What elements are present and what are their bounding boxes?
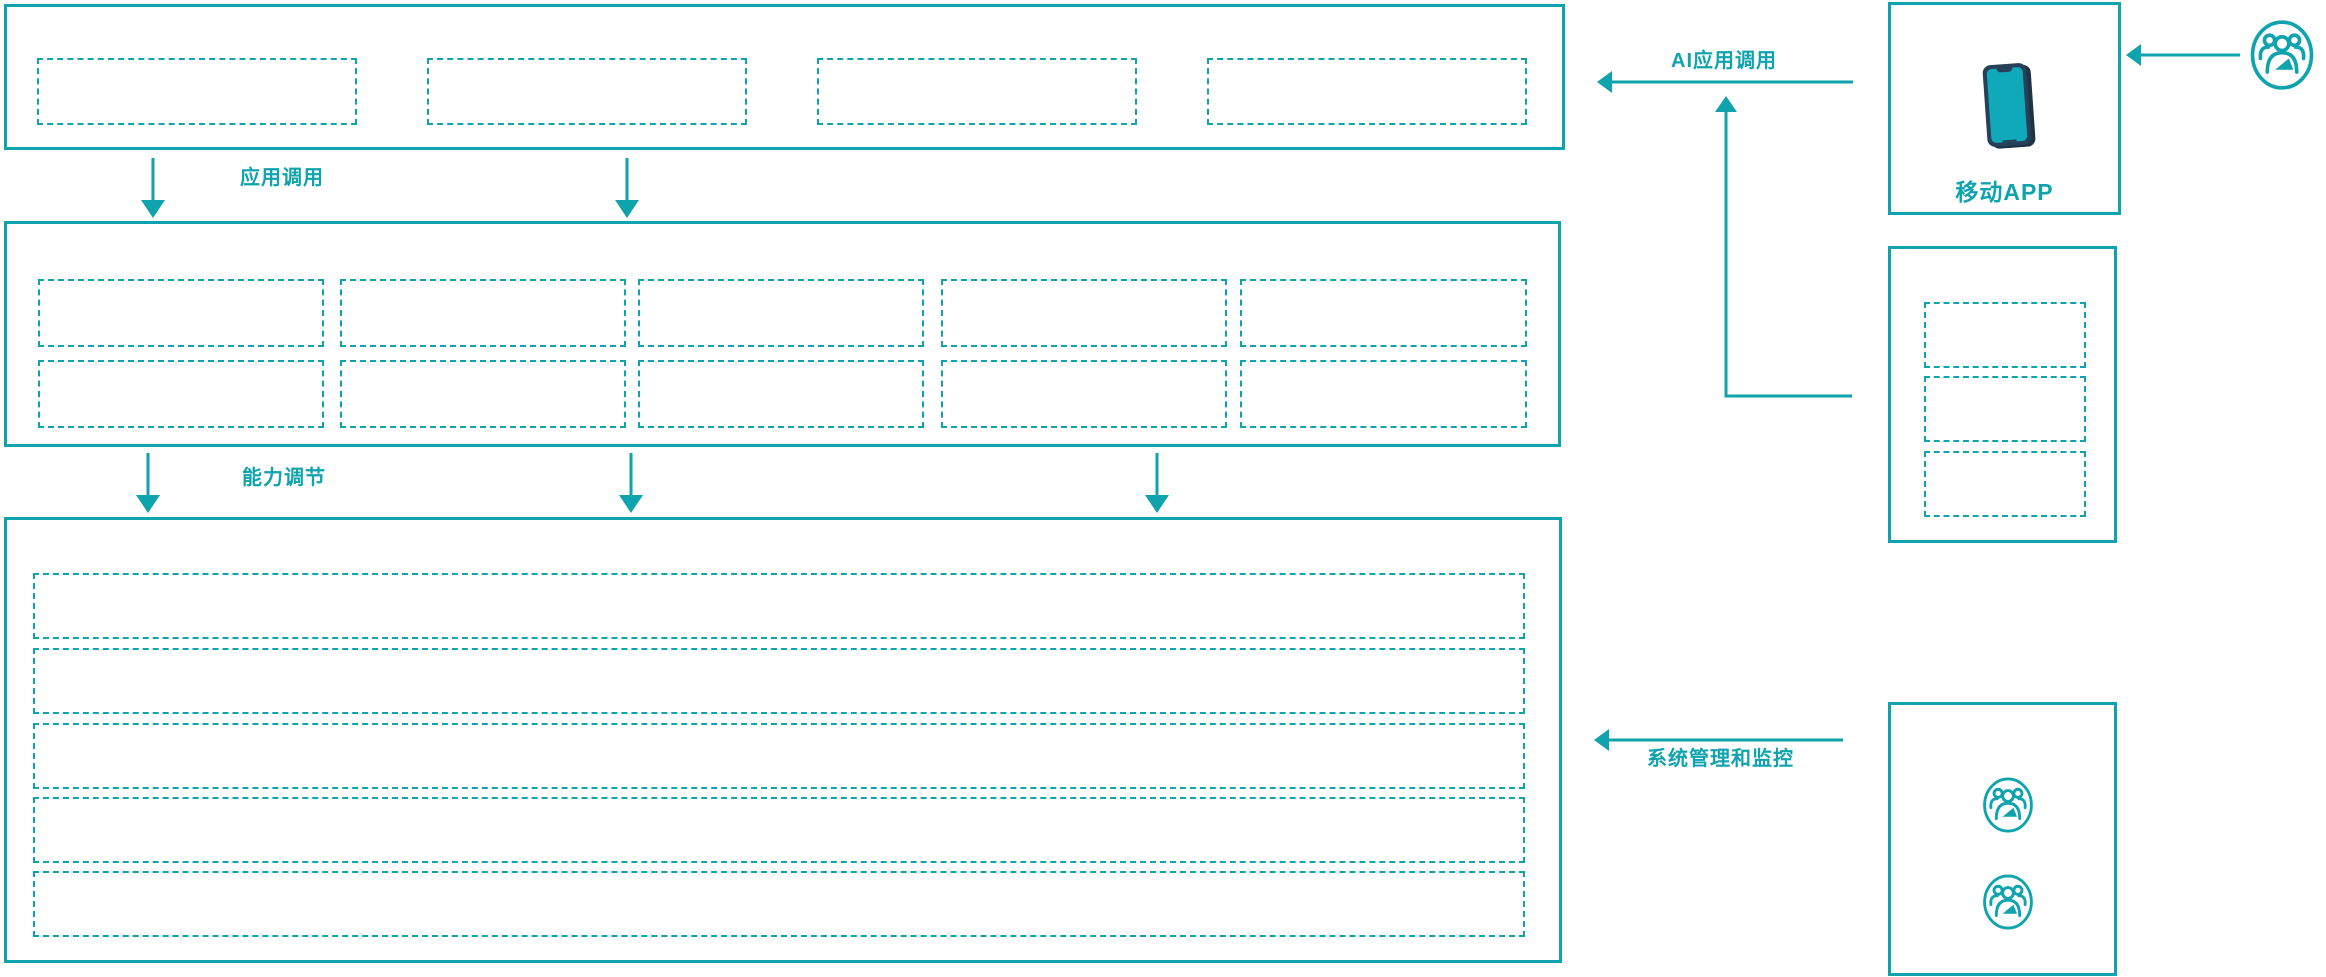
placeholder-box <box>1240 360 1527 428</box>
placeholder-box <box>1924 376 2086 442</box>
placeholder-box <box>37 58 357 125</box>
placeholder-box <box>1924 451 2086 517</box>
placeholder-box <box>638 360 924 428</box>
placeholder-box <box>1207 58 1527 125</box>
placeholder-box <box>638 279 924 347</box>
user-group-icon <box>2250 20 2314 90</box>
capability-adjust-label: 能力调节 <box>242 467 326 489</box>
placeholder-box <box>1240 279 1527 347</box>
dev-to-ai-arrow <box>1715 96 1852 398</box>
user-group-icon <box>1983 777 2033 833</box>
placeholder-box <box>941 360 1227 428</box>
placeholder-box <box>38 279 324 347</box>
placeholder-row <box>33 871 1525 937</box>
app-layer-box <box>4 4 1565 150</box>
mobile-app-label: 移动APP <box>1955 179 2054 205</box>
ai-app-call-label: AI应用调用 <box>1671 50 1777 72</box>
capability-layer-box <box>4 221 1561 447</box>
placeholder-box <box>38 360 324 428</box>
placeholder-row <box>33 648 1525 714</box>
placeholder-box <box>1924 302 2086 368</box>
placeholder-box <box>427 58 747 125</box>
placeholder-row <box>33 797 1525 863</box>
user-to-app-arrow <box>2126 44 2240 66</box>
phone-screen <box>1986 66 2028 144</box>
placeholder-box <box>340 279 626 347</box>
ai-app-call-arrow <box>1597 71 1853 93</box>
app-call-arrows <box>141 158 639 218</box>
infrastructure-layer-box <box>4 517 1562 963</box>
phone-homebar <box>2002 139 2017 143</box>
placeholder-row <box>33 723 1525 789</box>
dev-platform-box <box>1888 246 2117 543</box>
app-call-label: 应用调用 <box>240 167 324 189</box>
user-group-icon <box>1983 874 2033 930</box>
placeholder-box <box>340 360 626 428</box>
placeholder-box <box>817 58 1137 125</box>
admin-box <box>1888 702 2117 976</box>
placeholder-row <box>33 573 1525 639</box>
system-management-label: 系统管理和监控 <box>1647 748 1794 770</box>
placeholder-box <box>941 279 1227 347</box>
phone-icon <box>1982 62 2032 148</box>
mobile-app-box: 移动APP <box>1888 2 2121 215</box>
